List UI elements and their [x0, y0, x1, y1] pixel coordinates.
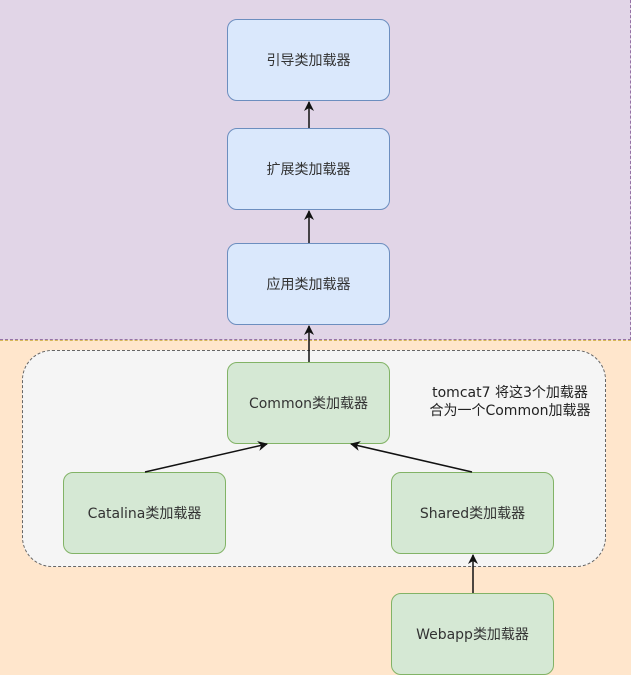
webapp-loader-node: Webapp类加载器	[391, 593, 554, 675]
merge-note-line1: tomcat7 将这3个加载器	[432, 385, 588, 401]
application-loader-node: 应用类加载器	[227, 243, 390, 325]
bootstrap-loader-node: 引导类加载器	[227, 19, 390, 101]
merge-note-line2: 合为一个Common加载器	[429, 403, 591, 419]
common-loader-node: Common类加载器	[227, 362, 390, 444]
merge-note: tomcat7 将这3个加载器 合为一个Common加载器	[414, 384, 606, 420]
shared-loader-label: Shared类加载器	[419, 506, 526, 522]
extension-loader-label: 扩展类加载器	[266, 162, 351, 178]
common-loader-label: Common类加载器	[248, 396, 369, 412]
shared-loader-node: Shared类加载器	[391, 472, 554, 554]
bootstrap-loader-label: 引导类加载器	[266, 53, 351, 69]
application-loader-label: 应用类加载器	[266, 277, 351, 293]
catalina-loader-label: Catalina类加载器	[87, 506, 202, 522]
catalina-loader-node: Catalina类加载器	[63, 472, 226, 554]
extension-loader-node: 扩展类加载器	[227, 128, 390, 210]
webapp-loader-label: Webapp类加载器	[416, 627, 529, 643]
